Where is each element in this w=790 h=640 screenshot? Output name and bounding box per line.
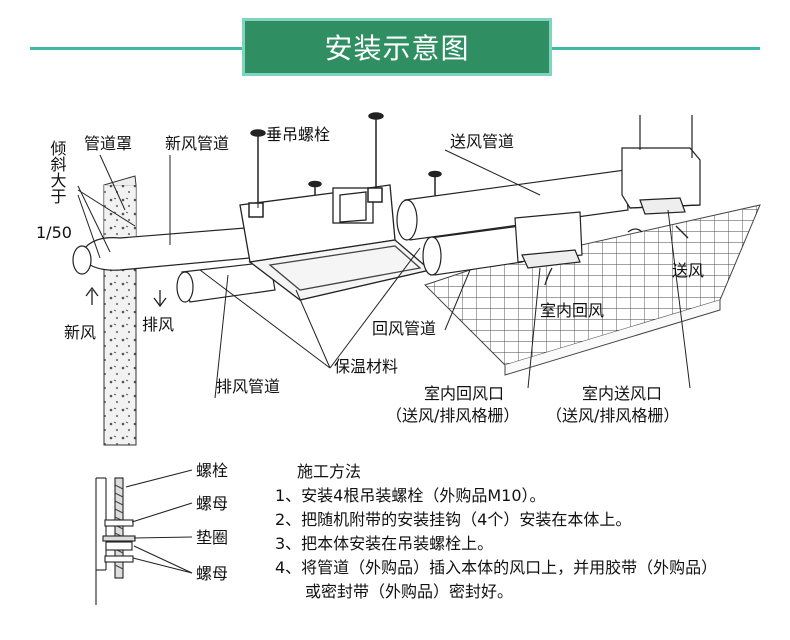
method-heading: 施工方法 — [297, 462, 362, 481]
fresh-air-label: 新风 — [64, 323, 97, 342]
leader-lines — [77, 145, 691, 399]
nut-upper-label: 螺母 — [196, 494, 229, 513]
page-title: 安装示意图 — [324, 32, 470, 65]
indoor-return-outlet-label: 室内回风口 — [424, 384, 505, 403]
bolt-detail — [95, 469, 193, 605]
wall — [103, 175, 137, 446]
ceiling-grid — [424, 204, 761, 376]
bolt-label: 螺栓 — [196, 461, 229, 480]
hanging-bolt-label: 垂吊螺栓 — [266, 125, 331, 144]
method-step-2: 2、把随机附带的安装挂钩（4个）安装在本体上。 — [275, 510, 632, 529]
method-step-1: 1、安装4根吊装螺栓（外购品M10）。 — [275, 486, 546, 505]
slope-label: 倾斜大于 — [44, 140, 70, 208]
return-air-duct — [422, 225, 523, 276]
exhaust-duct — [176, 261, 276, 303]
fresh-air-duct — [72, 227, 251, 275]
supply-air-duct — [396, 169, 629, 241]
construction-method: 施工方法 1、安装4根吊装螺栓（外购品M10）。 2、把随机附带的安装挂钩（4个… — [275, 460, 717, 604]
header-rule-right — [552, 47, 760, 50]
washer-label: 垫圈 — [196, 528, 229, 547]
method-step-4-cont: 或密封带（外购品）密封好。 — [305, 582, 514, 601]
return-duct-label: 回风管道 — [372, 319, 437, 338]
indoor-supply-outlet-note: （送风/排风格栅） — [546, 406, 680, 425]
slope-value-label: 1/50 — [36, 223, 72, 242]
nut-lower-label: 螺母 — [196, 564, 229, 583]
ventilation-unit — [239, 184, 432, 301]
method-step-3: 3、把本体安装在吊装螺栓上。 — [275, 534, 494, 553]
insulation-label: 保温材料 — [334, 357, 399, 376]
title-banner: 安装示意图 — [242, 18, 552, 76]
fresh-air-duct-label: 新风管道 — [165, 134, 230, 153]
supply-air-label: 送风 — [672, 261, 705, 280]
exhaust-label: 排风 — [142, 315, 175, 334]
return-grille-box — [514, 211, 583, 269]
exhaust-duct-label: 排风管道 — [216, 377, 281, 396]
method-step-4: 4、将管道（外购品）插入本体的风口上，并用胶带（外购品） — [275, 558, 718, 577]
supply-duct-label: 送风管道 — [450, 132, 515, 151]
indoor-return-outlet-note: （送风/排风格栅） — [386, 406, 520, 425]
supply-outlet-box — [621, 115, 701, 215]
indoor-supply-outlet-label: 室内送风口 — [582, 384, 663, 403]
slope-text: 倾斜大于 — [47, 140, 67, 204]
indoor-return-label: 室内回风 — [540, 301, 605, 320]
airflow-arrows — [85, 225, 689, 308]
header-rule-left — [30, 47, 242, 50]
pipe-cover-label: 管道罩 — [84, 134, 133, 153]
